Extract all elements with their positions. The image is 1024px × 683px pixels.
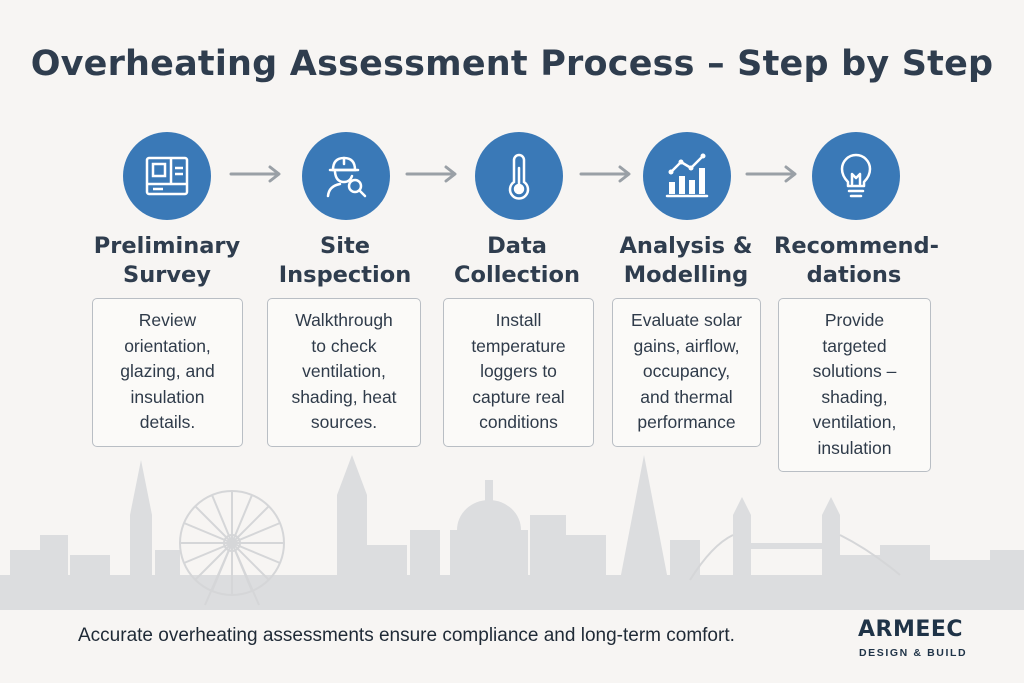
step-title: Data Collection: [454, 233, 580, 288]
chart-trend-icon: [665, 153, 709, 198]
step-icon-circle: [302, 132, 390, 220]
step-description-box: Evaluate solar gains, airflow, occupancy…: [612, 298, 761, 447]
step-icon-circle: [643, 132, 731, 220]
step-icon-circle: [123, 132, 211, 220]
london-skyline-illustration: [0, 455, 1024, 610]
arrow-right-icon: [745, 165, 797, 183]
step-title: Site Inspection: [278, 233, 412, 288]
arrow-right-icon: [405, 165, 457, 183]
arrow-right-icon: [229, 165, 281, 183]
footer-tagline: Accurate overheating assessments ensure …: [78, 625, 735, 646]
step-description-box: Walkthrough to check ventilation, shadin…: [267, 298, 421, 447]
footer-band: [0, 610, 1024, 683]
step-description-box: Install temperature loggers to capture r…: [443, 298, 594, 447]
step-icon-circle: [812, 132, 900, 220]
step-description-box: Review orientation, glazing, and insulat…: [92, 298, 243, 447]
inspector-magnifier-icon: [326, 156, 367, 198]
blueprint-icon: [145, 156, 189, 196]
brand-logo-subtitle: DESIGN & BUILD: [859, 647, 968, 659]
step-icon-circle: [475, 132, 563, 220]
step-title: Analysis & Modelling: [619, 233, 753, 288]
thermometer-icon: [508, 153, 530, 200]
brand-logo-name: ARMEEC: [858, 617, 964, 642]
arrow-right-icon: [579, 165, 631, 183]
lightbulb-icon: [840, 153, 872, 198]
step-title: Recommend- dations: [774, 233, 939, 288]
step-title: Preliminary Survey: [93, 233, 241, 288]
page-title: Overheating Assessment Process – Step by…: [30, 44, 994, 84]
step-description-box: Provide targeted solutions – shading, ve…: [778, 298, 931, 472]
